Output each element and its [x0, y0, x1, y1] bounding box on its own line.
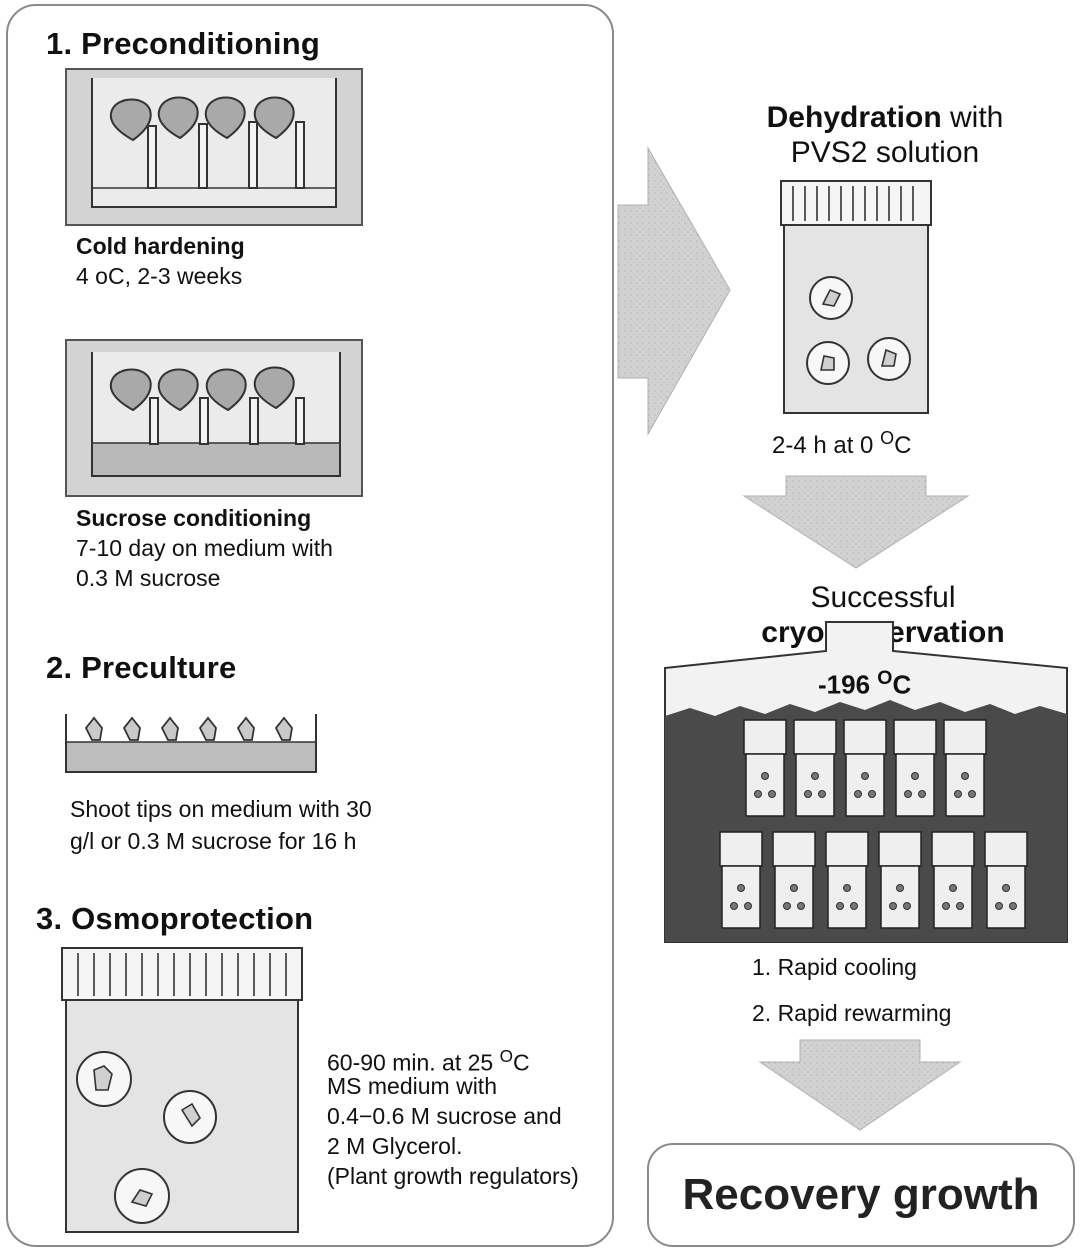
cryo-step-rapid-cooling: 1. Rapid cooling	[752, 954, 917, 980]
osmoprotection-medium: MS medium with	[327, 1073, 497, 1099]
cold-hardening-detail: 4 oC, 2-3 weeks	[76, 263, 243, 289]
osmoprotection-title: 3. Osmoprotection	[36, 901, 314, 936]
sucrose-conditioning-heading: Sucrose conditioning	[76, 505, 312, 531]
preconditioning-title: 1. Preconditioning	[46, 26, 321, 61]
dehydration-vial-illustration	[780, 180, 932, 414]
sucrose-conditioning-dish-illustration	[65, 339, 363, 497]
osmoprotection-vial-illustration	[61, 947, 303, 1233]
liquid-nitrogen-tank-illustration	[664, 621, 1068, 943]
left-steps-panel	[6, 4, 614, 1247]
down-arrow-to-cryo	[742, 475, 970, 569]
dehydration-time: 2-4 h at 0 OC	[772, 428, 912, 459]
osmoprotection-regulators: (Plant growth regulators)	[327, 1163, 579, 1189]
osmoprotection-time: 60-90 min. at 25 OC	[327, 1046, 530, 1076]
preculture-detail-2: g/l or 0.3 M sucrose for 16 h	[70, 828, 357, 854]
sucrose-conditioning-detail-2: 0.3 M sucrose	[76, 565, 221, 591]
right-arrow	[617, 146, 731, 436]
down-arrow-to-recovery	[758, 1039, 962, 1131]
cold-hardening-heading: Cold hardening	[76, 233, 245, 259]
recovery-growth-label: Recovery growth	[682, 1170, 1040, 1219]
cold-hardening-dish-illustration	[65, 68, 363, 226]
osmoprotection-glycerol: 2 M Glycerol.	[327, 1133, 463, 1159]
preculture-dish-illustration	[65, 714, 317, 773]
preculture-detail-1: Shoot tips on medium with 30	[70, 796, 372, 822]
cryo-step-rapid-rewarming: 2. Rapid rewarming	[752, 1000, 952, 1026]
tank-temperature-label: -196 OC	[818, 667, 912, 700]
osmoprotection-sucrose: 0.4−0.6 M sucrose and	[327, 1103, 562, 1129]
sucrose-conditioning-detail-1: 7-10 day on medium with	[76, 535, 333, 561]
preculture-title: 2. Preculture	[46, 650, 237, 685]
recovery-growth-box: Recovery growth	[647, 1143, 1075, 1247]
